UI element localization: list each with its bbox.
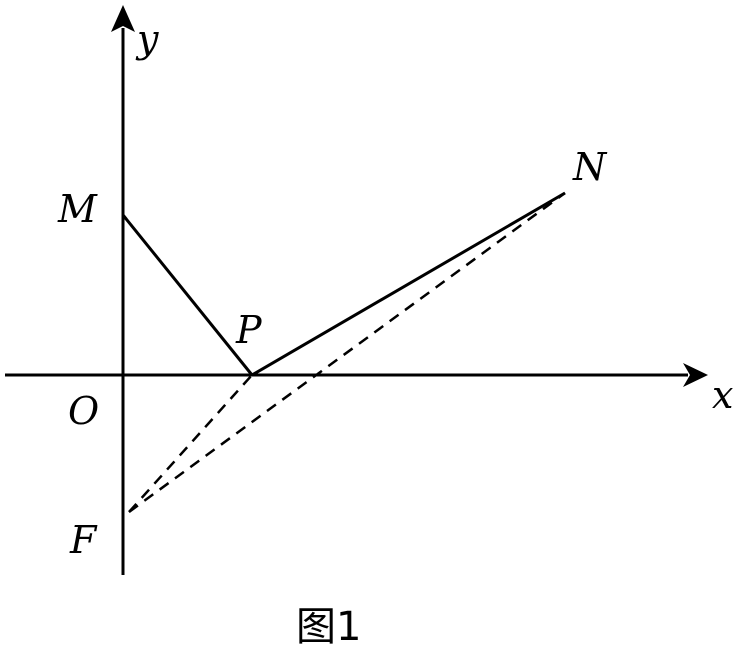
y-axis-label: y bbox=[135, 17, 159, 61]
point-f-label: F bbox=[69, 518, 98, 562]
segment-fn bbox=[128, 191, 566, 514]
x-axis-arrowhead bbox=[683, 363, 708, 387]
point-m-label: M bbox=[57, 187, 98, 231]
segment-fp bbox=[128, 374, 253, 513]
segment-pn bbox=[251, 191, 566, 377]
y-axis-arrowhead bbox=[111, 5, 135, 32]
figure-caption: 图1 bbox=[296, 604, 361, 650]
origin-label: O bbox=[68, 389, 99, 433]
point-n-label: N bbox=[572, 145, 608, 189]
point-p-label: P bbox=[235, 308, 263, 352]
segment-mp bbox=[121, 214, 254, 376]
x-axis-label: x bbox=[712, 373, 733, 417]
